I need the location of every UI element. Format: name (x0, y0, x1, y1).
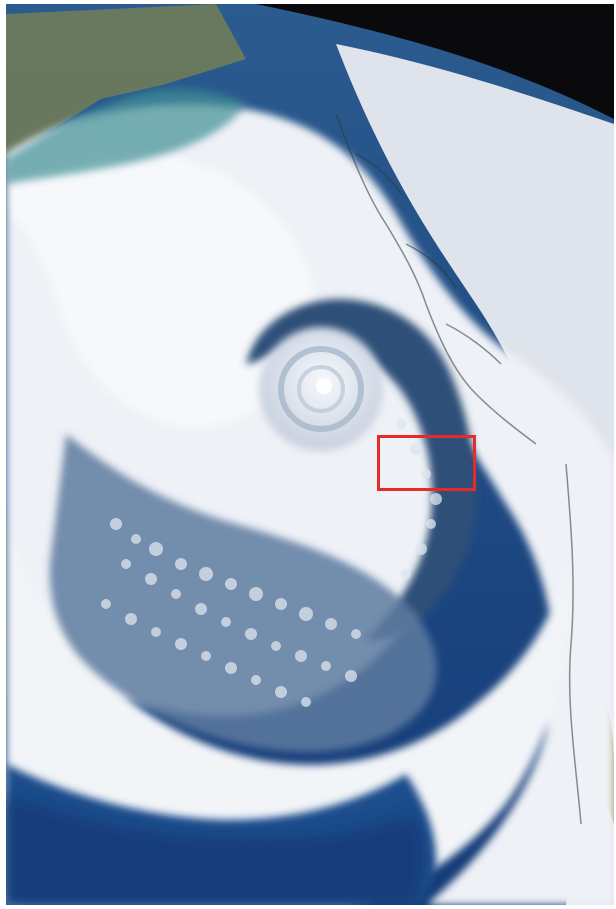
satellite-photo (6, 4, 614, 905)
coastal-water (6, 88, 246, 184)
vortex-center (259, 327, 383, 451)
deep-ocean-bottom (6, 794, 424, 905)
space (256, 4, 614, 119)
coastline (335, 113, 582, 825)
highlight-box (377, 435, 476, 491)
land-right (336, 44, 614, 905)
land-top-left (6, 4, 246, 159)
satellite-cloud-vortex-image (6, 4, 614, 905)
cellular-clouds (101, 419, 442, 707)
